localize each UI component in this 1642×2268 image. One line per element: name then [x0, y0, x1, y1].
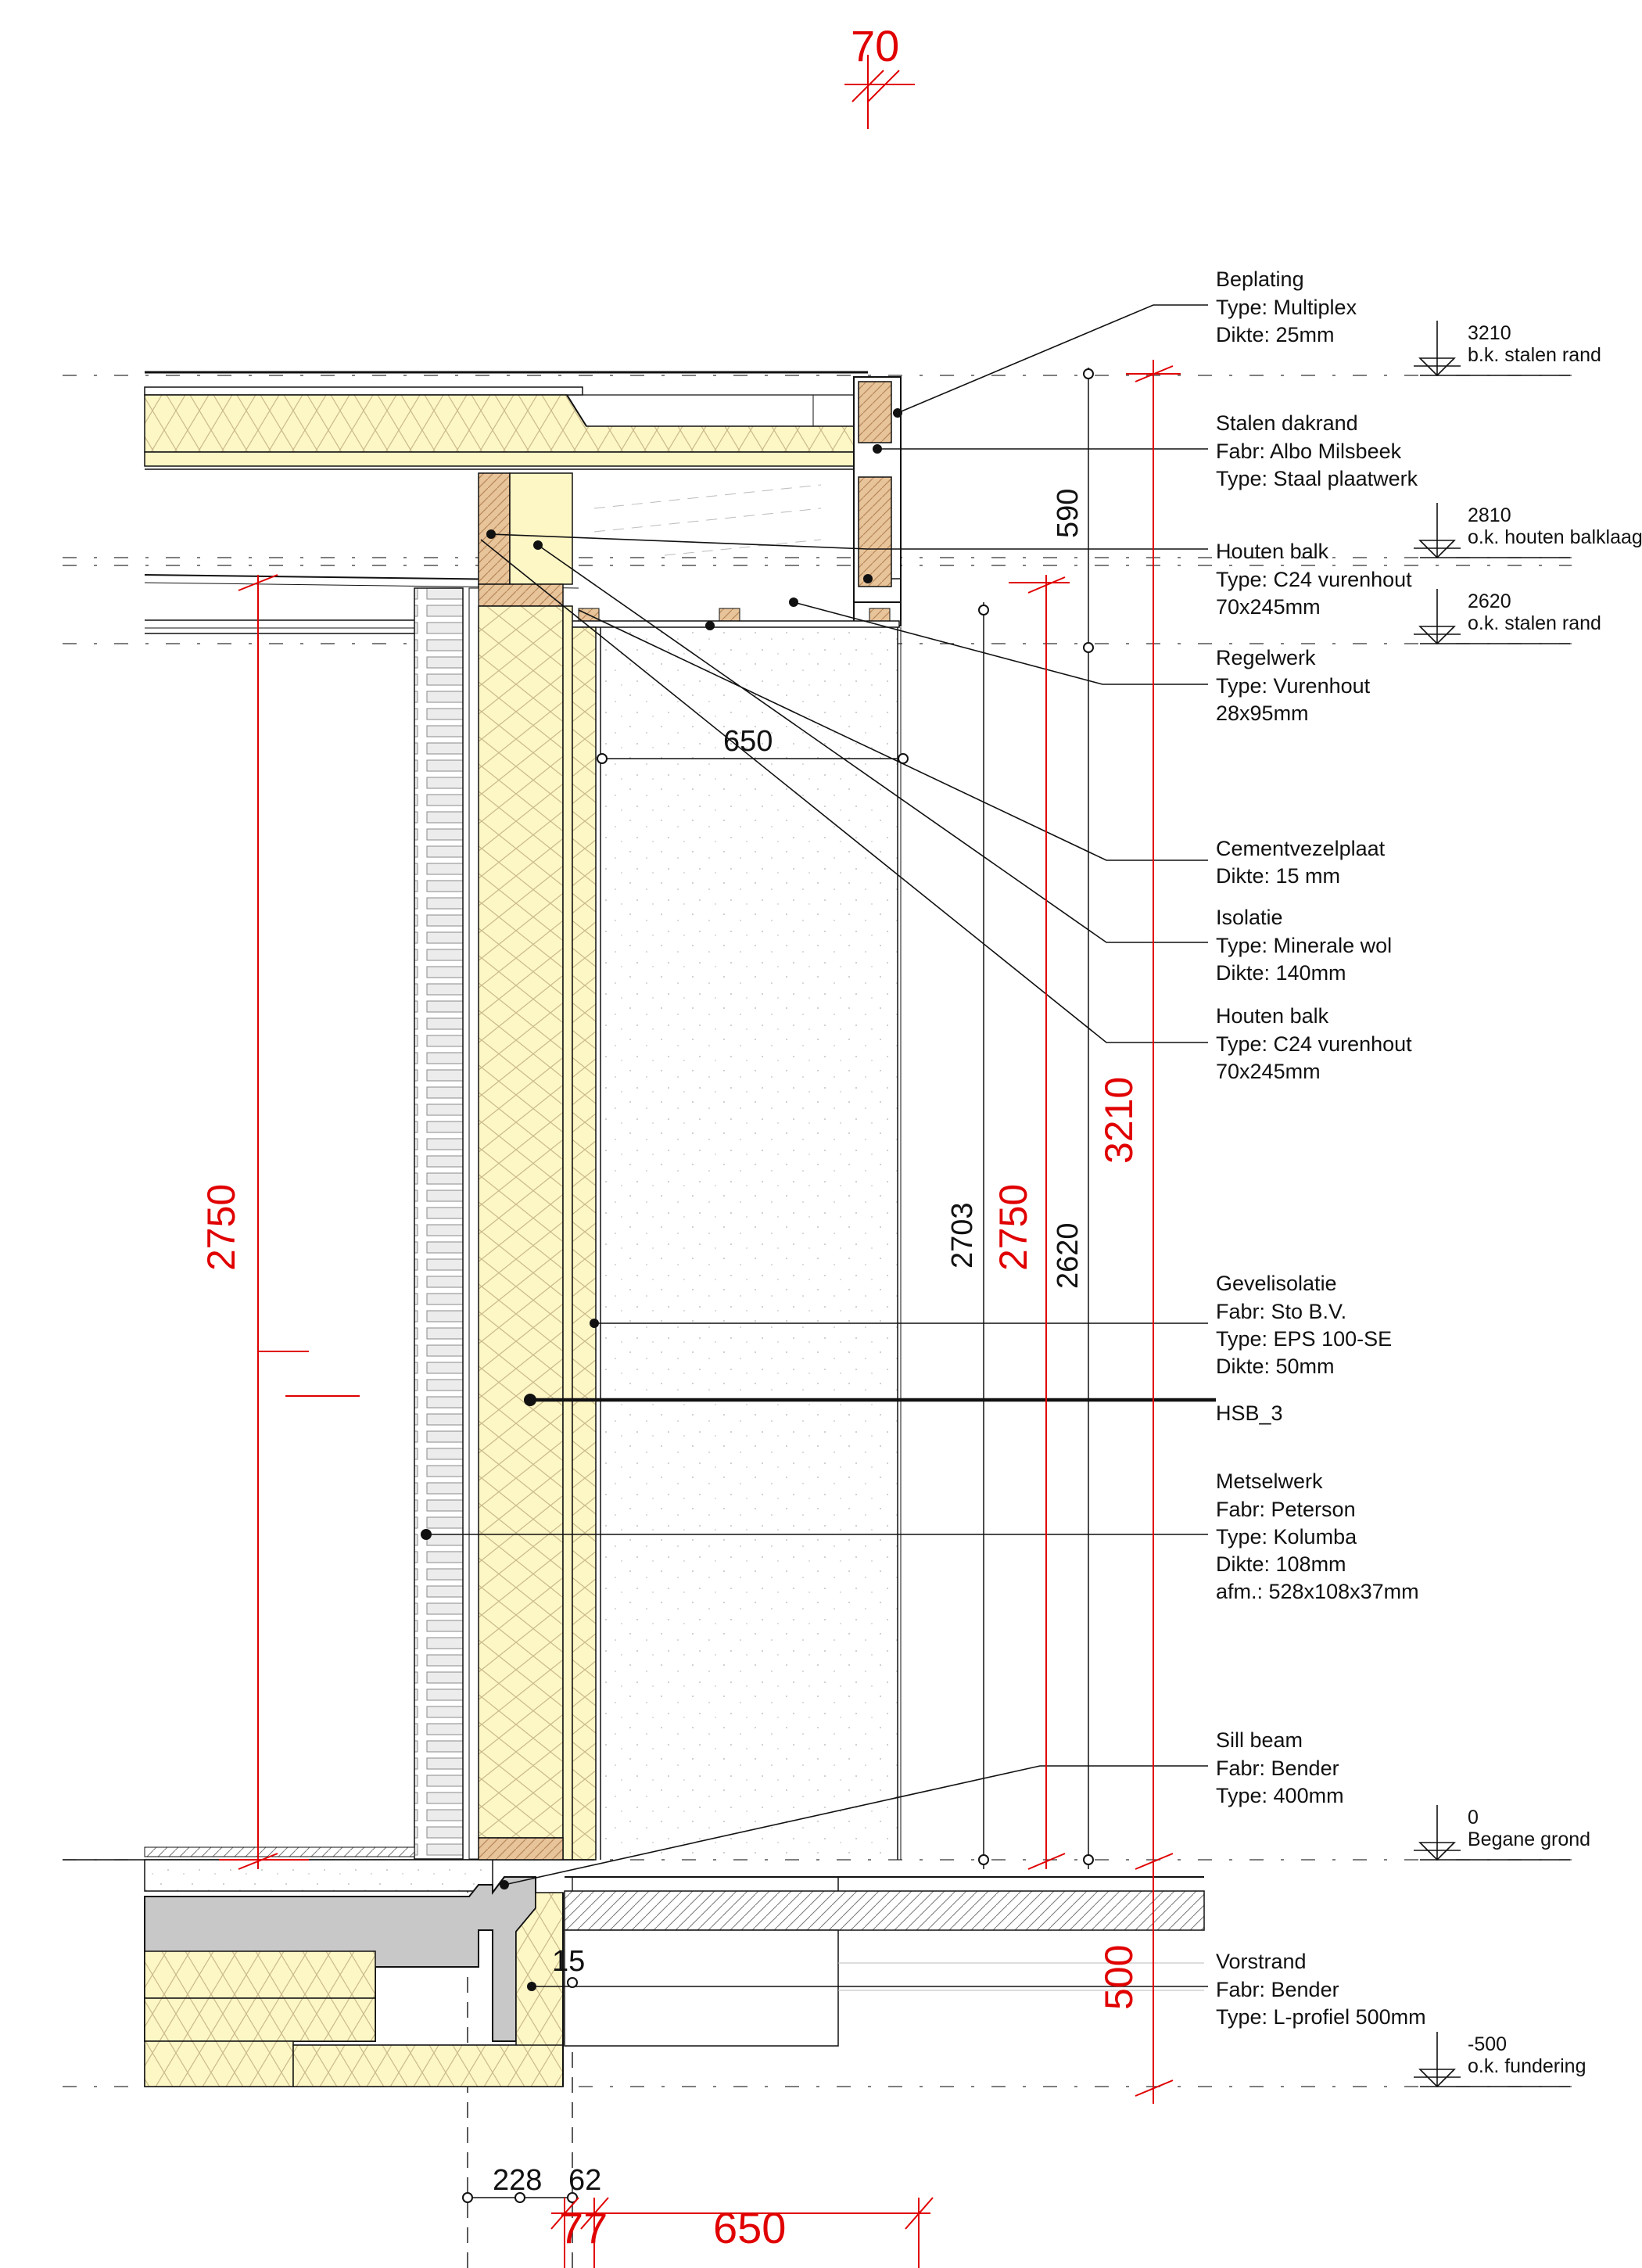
- svg-text:Isolatie: Isolatie: [1216, 906, 1283, 929]
- svg-text:Type: Minerale wol: Type: Minerale wol: [1216, 934, 1392, 957]
- svg-text:Fabr: Bender: Fabr: Bender: [1216, 1978, 1339, 2001]
- svg-text:Gevelisolatie: Gevelisolatie: [1216, 1272, 1337, 1295]
- wall-layers: [414, 587, 902, 1861]
- label-metselwerk: Metselwerk Fabr: Peterson Type: Kolumba …: [1216, 1470, 1419, 1603]
- black-dimensions: [983, 368, 1089, 1869]
- svg-text:Type: 400mm: Type: 400mm: [1216, 1784, 1344, 1807]
- level-2620: 2620 o.k. stalen rand: [1468, 590, 1601, 634]
- dim-228: 228: [493, 2164, 542, 2197]
- top-beam: [478, 472, 900, 628]
- red-dimensions: [219, 55, 1181, 2268]
- label-vorstrand: Vorstrand Fabr: Bender Type: L-profiel 5…: [1216, 1950, 1426, 2029]
- label-regelwerk: Regelwerk Type: Vurenhout 28x95mm: [1216, 646, 1371, 725]
- dim-2750-mid: 2750: [991, 1184, 1035, 1271]
- level-minus-500: -500 o.k. fundering: [1468, 2033, 1586, 2077]
- dimension-nodes: [462, 368, 1094, 2203]
- label-isolatie: Isolatie Type: Minerale wol Dikte: 140mm: [1216, 906, 1392, 985]
- svg-text:Type: L-profiel 500mm: Type: L-profiel 500mm: [1216, 2005, 1426, 2029]
- leader-dots: [421, 408, 902, 1991]
- label-cementvezelplaat: Cementvezelplaat Dikte: 15 mm: [1216, 837, 1386, 888]
- svg-text:70x245mm: 70x245mm: [1216, 1060, 1321, 1083]
- dim-62: 62: [568, 2164, 601, 2197]
- svg-text:Beplating: Beplating: [1216, 267, 1304, 291]
- svg-text:2620: 2620: [1468, 590, 1511, 612]
- svg-text:Type: EPS 100-SE: Type: EPS 100-SE: [1216, 1327, 1392, 1351]
- svg-text:Fabr: Peterson: Fabr: Peterson: [1216, 1498, 1356, 1521]
- level-3210: 3210 b.k. stalen rand: [1468, 322, 1601, 366]
- svg-text:Type: Staal plaatwerk: Type: Staal plaatwerk: [1216, 467, 1418, 490]
- svg-text:Stalen dakrand: Stalen dakrand: [1216, 411, 1358, 435]
- dim-3210: 3210: [1097, 1077, 1141, 1164]
- dim-77: 77: [559, 2203, 608, 2252]
- label-hsb: HSB_3: [1216, 1401, 1283, 1425]
- svg-text:Fabr: Sto B.V.: Fabr: Sto B.V.: [1216, 1300, 1346, 1323]
- leader-lines: [426, 304, 1208, 2198]
- svg-text:Type: C24 vurenhout: Type: C24 vurenhout: [1216, 1032, 1412, 1056]
- svg-text:Fabr: Bender: Fabr: Bender: [1216, 1757, 1339, 1780]
- svg-text:Regelwerk: Regelwerk: [1216, 646, 1316, 669]
- dim-650-bottom: 650: [713, 2203, 786, 2252]
- svg-text:Type: Vurenhout: Type: Vurenhout: [1216, 674, 1371, 698]
- svg-text:70x245mm: 70x245mm: [1216, 595, 1321, 619]
- svg-text:Dikte: 25mm: Dikte: 25mm: [1216, 323, 1335, 346]
- svg-text:3210: 3210: [1468, 322, 1511, 344]
- dim-70: 70: [851, 21, 899, 70]
- svg-text:b.k. stalen rand: b.k. stalen rand: [1468, 344, 1601, 366]
- svg-text:Type: Multiplex: Type: Multiplex: [1216, 296, 1357, 319]
- svg-text:o.k. houten balklaag: o.k. houten balklaag: [1468, 526, 1642, 548]
- svg-text:-500: -500: [1468, 2033, 1507, 2055]
- svg-text:afm.: 528x108x37mm: afm.: 528x108x37mm: [1216, 1580, 1419, 1603]
- svg-text:Sill beam: Sill beam: [1216, 1728, 1303, 1752]
- svg-text:Dikte: 108mm: Dikte: 108mm: [1216, 1552, 1346, 1576]
- svg-text:Dikte: 50mm: Dikte: 50mm: [1216, 1355, 1335, 1378]
- svg-text:Fabr: Albo Milsbeek: Fabr: Albo Milsbeek: [1216, 440, 1402, 463]
- svg-text:Cementvezelplaat: Cementvezelplaat: [1216, 837, 1386, 860]
- level-markers: [1414, 321, 1570, 2088]
- label-sill-beam: Sill beam Fabr: Bender Type: 400mm: [1216, 1728, 1344, 1807]
- svg-text:Metselwerk: Metselwerk: [1216, 1470, 1323, 1493]
- svg-text:HSB_3: HSB_3: [1216, 1401, 1283, 1425]
- label-houten-balk-top: Houten balk Type: C24 vurenhout 70x245mm: [1216, 540, 1412, 619]
- dim-15: 15: [552, 1945, 585, 1978]
- dim-590: 590: [1052, 489, 1085, 538]
- label-gevelisolatie: Gevelisolatie Fabr: Sto B.V. Type: EPS 1…: [1216, 1272, 1392, 1378]
- svg-text:2810: 2810: [1468, 504, 1511, 526]
- svg-text:Dikte: 140mm: Dikte: 140mm: [1216, 961, 1346, 985]
- dim-2750-left: 2750: [199, 1184, 243, 1271]
- svg-text:Houten balk: Houten balk: [1216, 1004, 1329, 1028]
- foundation: [144, 1876, 564, 2087]
- dim-2703: 2703: [946, 1202, 979, 1269]
- label-stalen-dakrand: Stalen dakrand Fabr: Albo Milsbeek Type:…: [1216, 411, 1418, 490]
- level-2810: 2810 o.k. houten balklaag: [1468, 504, 1642, 548]
- svg-text:Type: C24 vurenhout: Type: C24 vurenhout: [1216, 568, 1412, 591]
- svg-text:0: 0: [1468, 1807, 1479, 1828]
- svg-text:o.k. stalen rand: o.k. stalen rand: [1468, 612, 1601, 634]
- svg-text:Dikte: 15 mm: Dikte: 15 mm: [1216, 864, 1340, 888]
- dim-500: 500: [1097, 1945, 1141, 2010]
- dim-650-top: 650: [723, 725, 773, 758]
- svg-text:o.k. fundering: o.k. fundering: [1468, 2055, 1586, 2077]
- floor-slab: [63, 1837, 1205, 2047]
- svg-text:Vorstrand: Vorstrand: [1216, 1950, 1307, 1973]
- svg-text:28x95mm: 28x95mm: [1216, 702, 1309, 725]
- svg-text:Type: Kolumba: Type: Kolumba: [1216, 1525, 1357, 1548]
- dim-2620: 2620: [1052, 1222, 1085, 1289]
- svg-text:Begane grond: Begane grond: [1468, 1828, 1590, 1850]
- svg-text:Houten balk: Houten balk: [1216, 540, 1329, 563]
- label-houten-balk-bottom: Houten balk Type: C24 vurenhout 70x245mm: [1216, 1004, 1412, 1083]
- level-0: 0 Begane grond: [1468, 1807, 1590, 1850]
- roof-package: [144, 371, 868, 634]
- label-beplating: Beplating Type: Multiplex Dikte: 25mm: [1216, 267, 1357, 346]
